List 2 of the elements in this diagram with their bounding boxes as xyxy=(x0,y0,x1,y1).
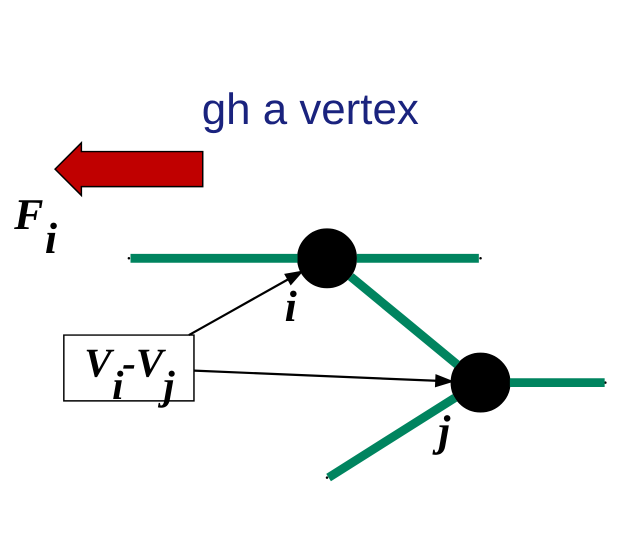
diagram-title: gh a vertex xyxy=(202,84,419,134)
node-label: i xyxy=(284,282,297,331)
